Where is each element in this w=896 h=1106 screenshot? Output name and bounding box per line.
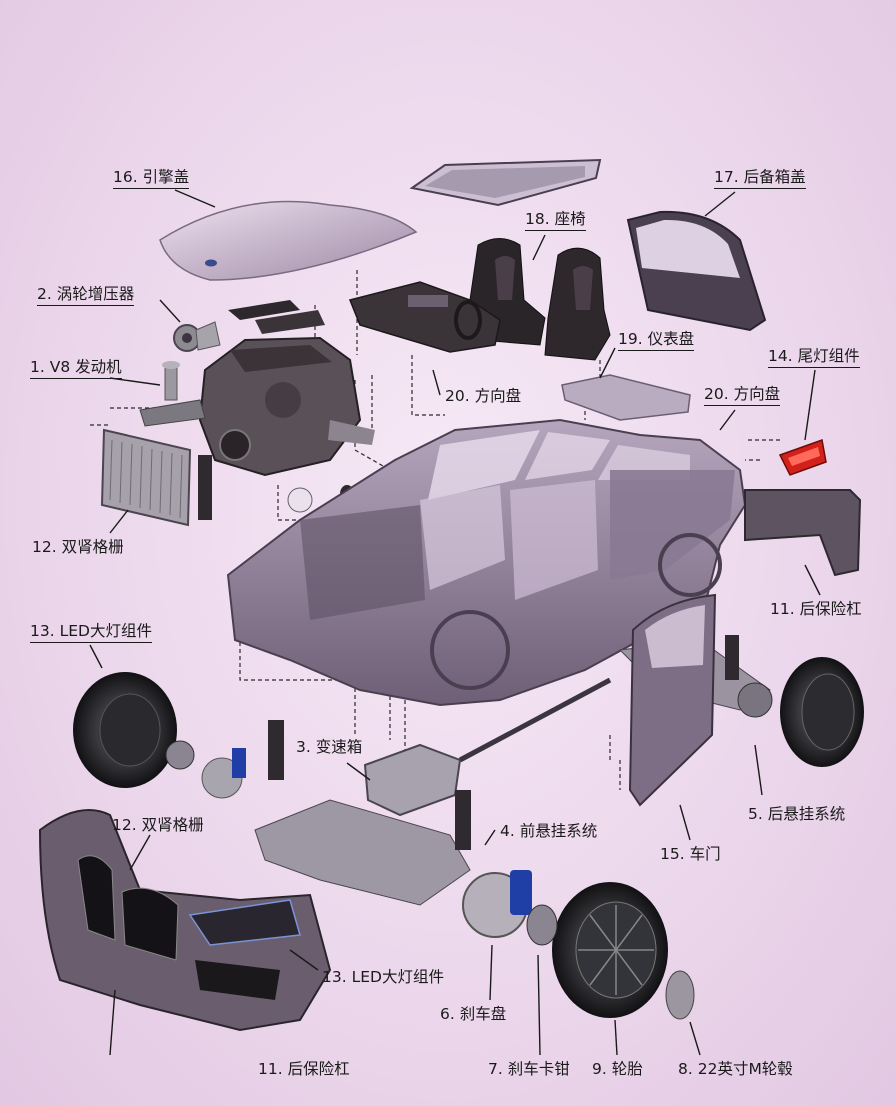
label-seats: 18. 座椅 [525, 210, 586, 231]
label-turbocharger: 2. 涡轮增压器 [37, 285, 135, 306]
turbocharger [173, 321, 221, 352]
v8-engine [198, 336, 375, 477]
rear-trim-panel [561, 374, 691, 421]
front-suspension [254, 720, 558, 946]
label-rear-suspension: 5. 后悬挂系统 [748, 805, 846, 823]
label-front-suspension: 4. 前悬挂系统 [500, 822, 598, 840]
label-tire: 9. 轮胎 [592, 1060, 643, 1078]
glass-roof-panel [409, 158, 602, 207]
label-brake-caliper: 7. 刹车卡钳 [488, 1060, 570, 1078]
label-kidney-grille-top: 12. 双肾格栅 [32, 538, 124, 556]
wheel-front-left-exploded [73, 672, 246, 799]
wheel-rear-right [780, 657, 864, 767]
label-brake-disc: 6. 刹车盘 [440, 1005, 507, 1023]
label-leader-lines [89, 189, 821, 1056]
label-led-headlight-bottom: 13. LED大灯组件 [322, 968, 444, 986]
crankshaft-assembly [139, 361, 206, 427]
tail-light [778, 438, 827, 476]
label-trunk-lid: 17. 后备箱盖 [714, 168, 806, 189]
dashboard [348, 281, 501, 353]
hood [159, 200, 418, 281]
label-door: 15. 车门 [660, 845, 721, 863]
transmission [363, 677, 612, 817]
label-tail-light: 14. 尾灯组件 [768, 347, 860, 368]
label-steering-wheel-left: 20. 方向盘 [445, 387, 522, 405]
label-transmission: 3. 变速箱 [296, 738, 363, 756]
label-led-headlight-top: 13. LED大灯组件 [30, 622, 152, 643]
label-dashboard: 19. 仪表盘 [618, 330, 695, 351]
body-in-white [226, 418, 747, 707]
label-steering-wheel-right: 20. 方向盘 [704, 385, 781, 406]
wheel-front-right [552, 882, 668, 1018]
label-hood: 16. 引擎盖 [113, 168, 190, 189]
rear-bumper [744, 489, 862, 577]
label-rear-bumper-right: 11. 后保险杠 [770, 600, 862, 618]
wheel-hub-22-inch [665, 970, 695, 1020]
engine-covers [228, 300, 325, 334]
door [628, 593, 717, 807]
label-v8-engine: 1. V8 发动机 [30, 358, 122, 379]
trunk-lid [626, 210, 767, 332]
label-kidney-grille-bottom: 12. 双肾格栅 [112, 816, 204, 834]
radiator [100, 428, 212, 527]
label-m-wheel-22-inch: 8. 22英寸M轮毂 [678, 1060, 793, 1078]
front-bumper [38, 809, 332, 1032]
label-rear-bumper-bottom: 11. 后保险杠 [258, 1060, 350, 1078]
